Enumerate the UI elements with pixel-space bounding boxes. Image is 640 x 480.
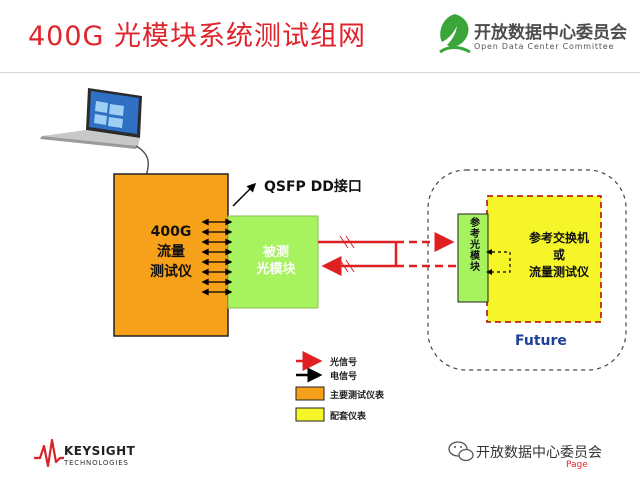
reference-switch-label: 参考交换机 或 流量测试仪	[528, 231, 589, 279]
legend-aux-label: 配套仪表	[330, 412, 367, 422]
electrical-lane-arrowhead	[225, 268, 233, 276]
future-label: Future	[515, 333, 567, 349]
header-divider	[0, 72, 640, 73]
legend-aux-swatch	[295, 407, 325, 422]
electrical-lane-arrowhead	[201, 228, 209, 236]
keysight-wave-logo-icon	[34, 438, 64, 468]
electrical-lane-arrowhead	[201, 278, 209, 286]
reference-module-label: 参 考 光 模 块	[470, 218, 480, 273]
electrical-lane-arrowhead	[225, 238, 233, 246]
dut-module-label: 被测 光模块	[256, 245, 296, 277]
laptop-icon	[40, 88, 142, 149]
legend-electrical-label: 电信号	[330, 372, 358, 382]
reference-module-box	[457, 213, 489, 303]
legend-optical-label: 光信号	[330, 358, 358, 368]
electrical-lane-arrowhead	[201, 268, 209, 276]
electrical-lane-arrowhead	[201, 218, 209, 226]
future-enclosure	[427, 169, 627, 371]
page-label: Page	[566, 460, 588, 470]
odcc-name: 开放数据中心委员会	[474, 23, 627, 43]
electrical-lane-arrowhead	[225, 228, 233, 236]
laptop-cable	[135, 145, 150, 177]
electrical-lane-arrowhead	[225, 258, 233, 266]
optical-link	[318, 232, 456, 276]
qsfp-pointer-arrow	[232, 182, 257, 207]
legend-main-swatch	[295, 386, 325, 401]
electrical-lane-arrowhead	[201, 248, 209, 256]
keysight-name: KEYSIGHT	[64, 444, 136, 458]
electrical-lane-arrowhead	[201, 238, 209, 246]
odcc-leaf-logo-icon	[439, 14, 471, 54]
keysight-subtitle: TECHNOLOGIES	[64, 459, 129, 467]
qsfp-interface-label: QSFP DD接口	[264, 179, 362, 195]
traffic-tester-label: 400G 流量 测试仪	[150, 224, 192, 280]
electrical-lane-arrowhead	[225, 218, 233, 226]
wechat-account-name: 开放数据中心委员会	[476, 445, 602, 461]
electrical-lane-arrowhead	[225, 278, 233, 286]
legend-main-label: 主要测试仪表	[330, 391, 385, 401]
odcc-subtitle: Open Data Center Committee	[474, 42, 615, 51]
page-title: 400G 光模块系统测试组网	[28, 21, 367, 52]
dut-module-box	[227, 215, 319, 309]
reference-switch-box	[486, 195, 602, 323]
electrical-lane-arrowhead	[225, 288, 233, 296]
wechat-icon	[448, 441, 474, 462]
electrical-lane-arrowhead	[201, 258, 209, 266]
electrical-lanes	[201, 218, 233, 296]
ref-to-switch-link	[492, 251, 511, 273]
legend	[295, 351, 325, 422]
electrical-lane-arrowhead	[225, 248, 233, 256]
electrical-lane-arrowhead	[201, 288, 209, 296]
